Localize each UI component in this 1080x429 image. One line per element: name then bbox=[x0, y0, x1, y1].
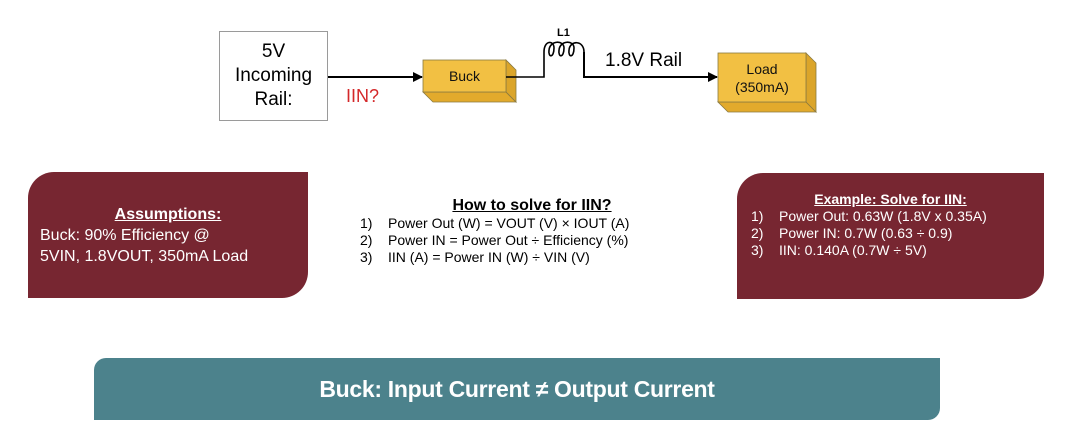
assumption-line: Buck: 90% Efficiency @ bbox=[40, 227, 210, 244]
step-text: Power Out: 0.63W (1.8V x 0.35A) bbox=[779, 208, 987, 224]
example-title: Example: Solve for IIN: bbox=[814, 191, 967, 207]
step-text: Power Out (W) = VOUT (V) × IOUT (A) bbox=[388, 215, 630, 231]
step-text: IIN (A) = Power IN (W) ÷ VIN (V) bbox=[388, 249, 590, 265]
assumptions-panel: Assumptions: Buck: 90% Efficiency @ 5VIN… bbox=[28, 172, 308, 298]
example-step: 2) Power IN: 0.7W (0.63 ÷ 0.9) bbox=[751, 225, 987, 242]
output-rail-label: 1.8V Rail bbox=[605, 50, 683, 71]
step-number: 1) bbox=[751, 208, 764, 224]
source-line-2: Incoming bbox=[234, 65, 313, 86]
step-number: 2) bbox=[751, 225, 764, 241]
example-steps: 1) Power Out: 0.63W (1.8V x 0.35A) 2) Po… bbox=[751, 208, 987, 259]
how-to-step: 3) IIN (A) = Power IN (W) ÷ VIN (V) bbox=[360, 249, 680, 266]
step-text: Power IN = Power Out ÷ Efficiency (%) bbox=[388, 232, 629, 248]
buck-label: Buck bbox=[423, 60, 506, 92]
load-block bbox=[717, 52, 817, 113]
how-to-step: 2) Power IN = Power Out ÷ Efficiency (%) bbox=[360, 232, 680, 249]
output-wire bbox=[583, 52, 718, 82]
inductor-symbol bbox=[543, 41, 585, 57]
example-step: 1) Power Out: 0.63W (1.8V x 0.35A) bbox=[751, 208, 987, 225]
assumption-line: 5VIN, 1.8VOUT, 350mA Load bbox=[40, 248, 249, 265]
load-label: Load (350mA) bbox=[718, 53, 806, 102]
incoming-rail-box: 5V Incoming Rail: bbox=[219, 31, 328, 121]
inductor-label: L1 bbox=[557, 27, 570, 39]
step-text: IIN: 0.140A (0.7W ÷ 5V) bbox=[779, 242, 927, 258]
step-number: 3) bbox=[360, 249, 373, 265]
how-to-solve-section: How to solve for IIN? 1) Power Out (W) =… bbox=[360, 197, 680, 266]
buck-block bbox=[422, 59, 517, 103]
step-number: 1) bbox=[360, 215, 373, 231]
assumptions-title: Assumptions: bbox=[114, 206, 222, 223]
load-line-2: (350mA) bbox=[735, 78, 789, 95]
step-number: 2) bbox=[360, 232, 373, 248]
source-line-1: 5V bbox=[261, 41, 286, 62]
how-to-title: How to solve for IIN? bbox=[452, 197, 612, 214]
summary-banner: Buck: Input Current ≠ Output Current bbox=[94, 358, 940, 420]
how-to-step: 1) Power Out (W) = VOUT (V) × IOUT (A) bbox=[360, 215, 680, 232]
load-line-1: Load bbox=[746, 60, 778, 77]
source-line-3: Rail: bbox=[254, 89, 293, 110]
example-step: 3) IIN: 0.140A (0.7W ÷ 5V) bbox=[751, 242, 987, 259]
buck-text: Buck bbox=[448, 68, 481, 84]
assumptions-body: Buck: 90% Efficiency @ 5VIN, 1.8VOUT, 35… bbox=[40, 225, 248, 267]
input-current-label: IIN? bbox=[346, 86, 380, 106]
switch-node-wire bbox=[506, 52, 545, 78]
step-text: Power IN: 0.7W (0.63 ÷ 0.9) bbox=[779, 225, 953, 241]
step-number: 3) bbox=[751, 242, 764, 258]
example-panel: Example: Solve for IIN: 1) Power Out: 0.… bbox=[737, 173, 1044, 299]
banner-text: Buck: Input Current ≠ Output Current bbox=[319, 375, 715, 402]
